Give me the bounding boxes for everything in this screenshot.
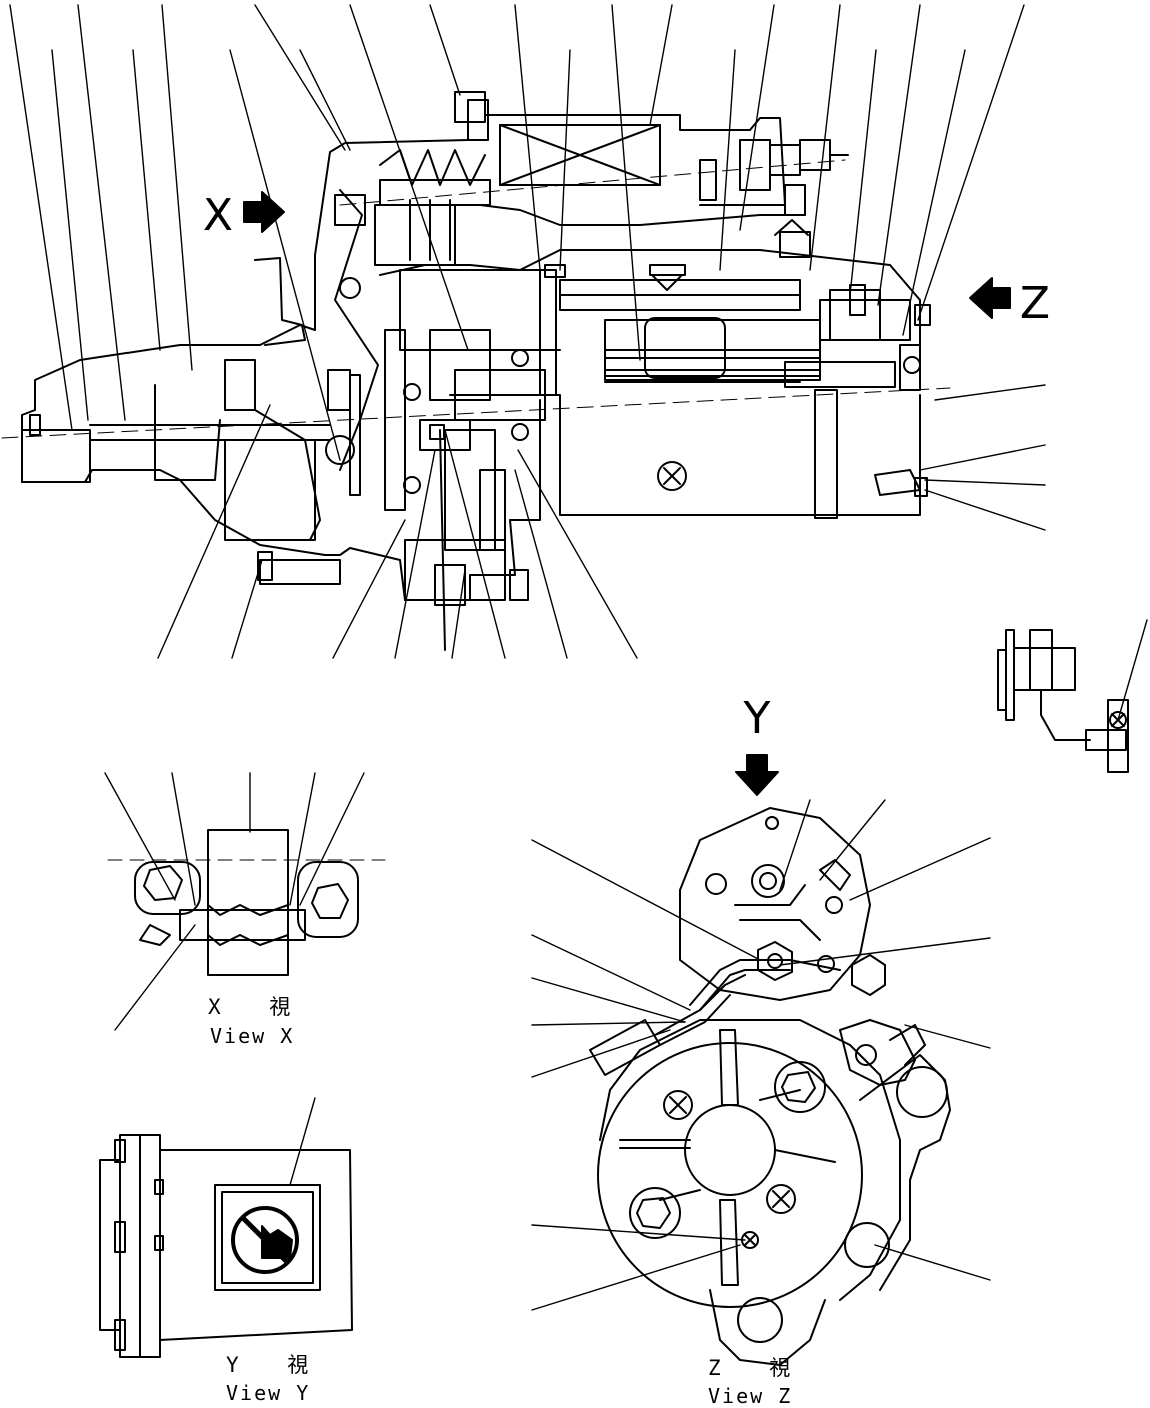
shift-lever bbox=[334, 189, 379, 471]
view-z-caption-jp: Z 視 bbox=[708, 1356, 809, 1380]
view-z-arrow-icon bbox=[969, 277, 1011, 319]
view-z-drawing: Y bbox=[531, 693, 991, 1366]
clutch-gear-assembly bbox=[384, 269, 546, 651]
solenoid bbox=[374, 91, 849, 266]
pinion-tip bbox=[21, 429, 91, 483]
view-y-caption-en: View Y bbox=[226, 1381, 311, 1405]
view-x-marker: X bbox=[203, 190, 233, 241]
solenoid-axis bbox=[339, 159, 846, 206]
main-cross-section: X Z bbox=[1, 4, 1050, 659]
view-x-arrow-icon bbox=[243, 191, 285, 233]
leader-lines-top bbox=[9, 4, 1025, 461]
view-x-caption-jp: X 視 bbox=[208, 995, 309, 1019]
view-z-caption-en: View Z bbox=[708, 1384, 793, 1408]
center-line bbox=[1, 387, 951, 439]
view-x-drawing bbox=[104, 772, 386, 1031]
nose-flange bbox=[21, 119, 469, 416]
nose-housing bbox=[21, 399, 541, 601]
view-y-drawing bbox=[99, 1097, 353, 1358]
terminal-detail bbox=[997, 619, 1148, 773]
leader-lines-right bbox=[919, 384, 1046, 531]
view-y-marker: Y bbox=[743, 693, 771, 744]
view-z-leaders bbox=[531, 799, 991, 1311]
view-z-marker: Z bbox=[1020, 278, 1050, 329]
no-hand-caution-icon bbox=[231, 1206, 299, 1274]
leader-lines-bottom bbox=[157, 404, 638, 659]
view-y-arrow-icon bbox=[735, 754, 779, 796]
view-y-caption-jp: Y 視 bbox=[226, 1353, 327, 1377]
view-x-caption-en: View X bbox=[210, 1024, 295, 1048]
motor-end-frame bbox=[597, 1042, 863, 1308]
